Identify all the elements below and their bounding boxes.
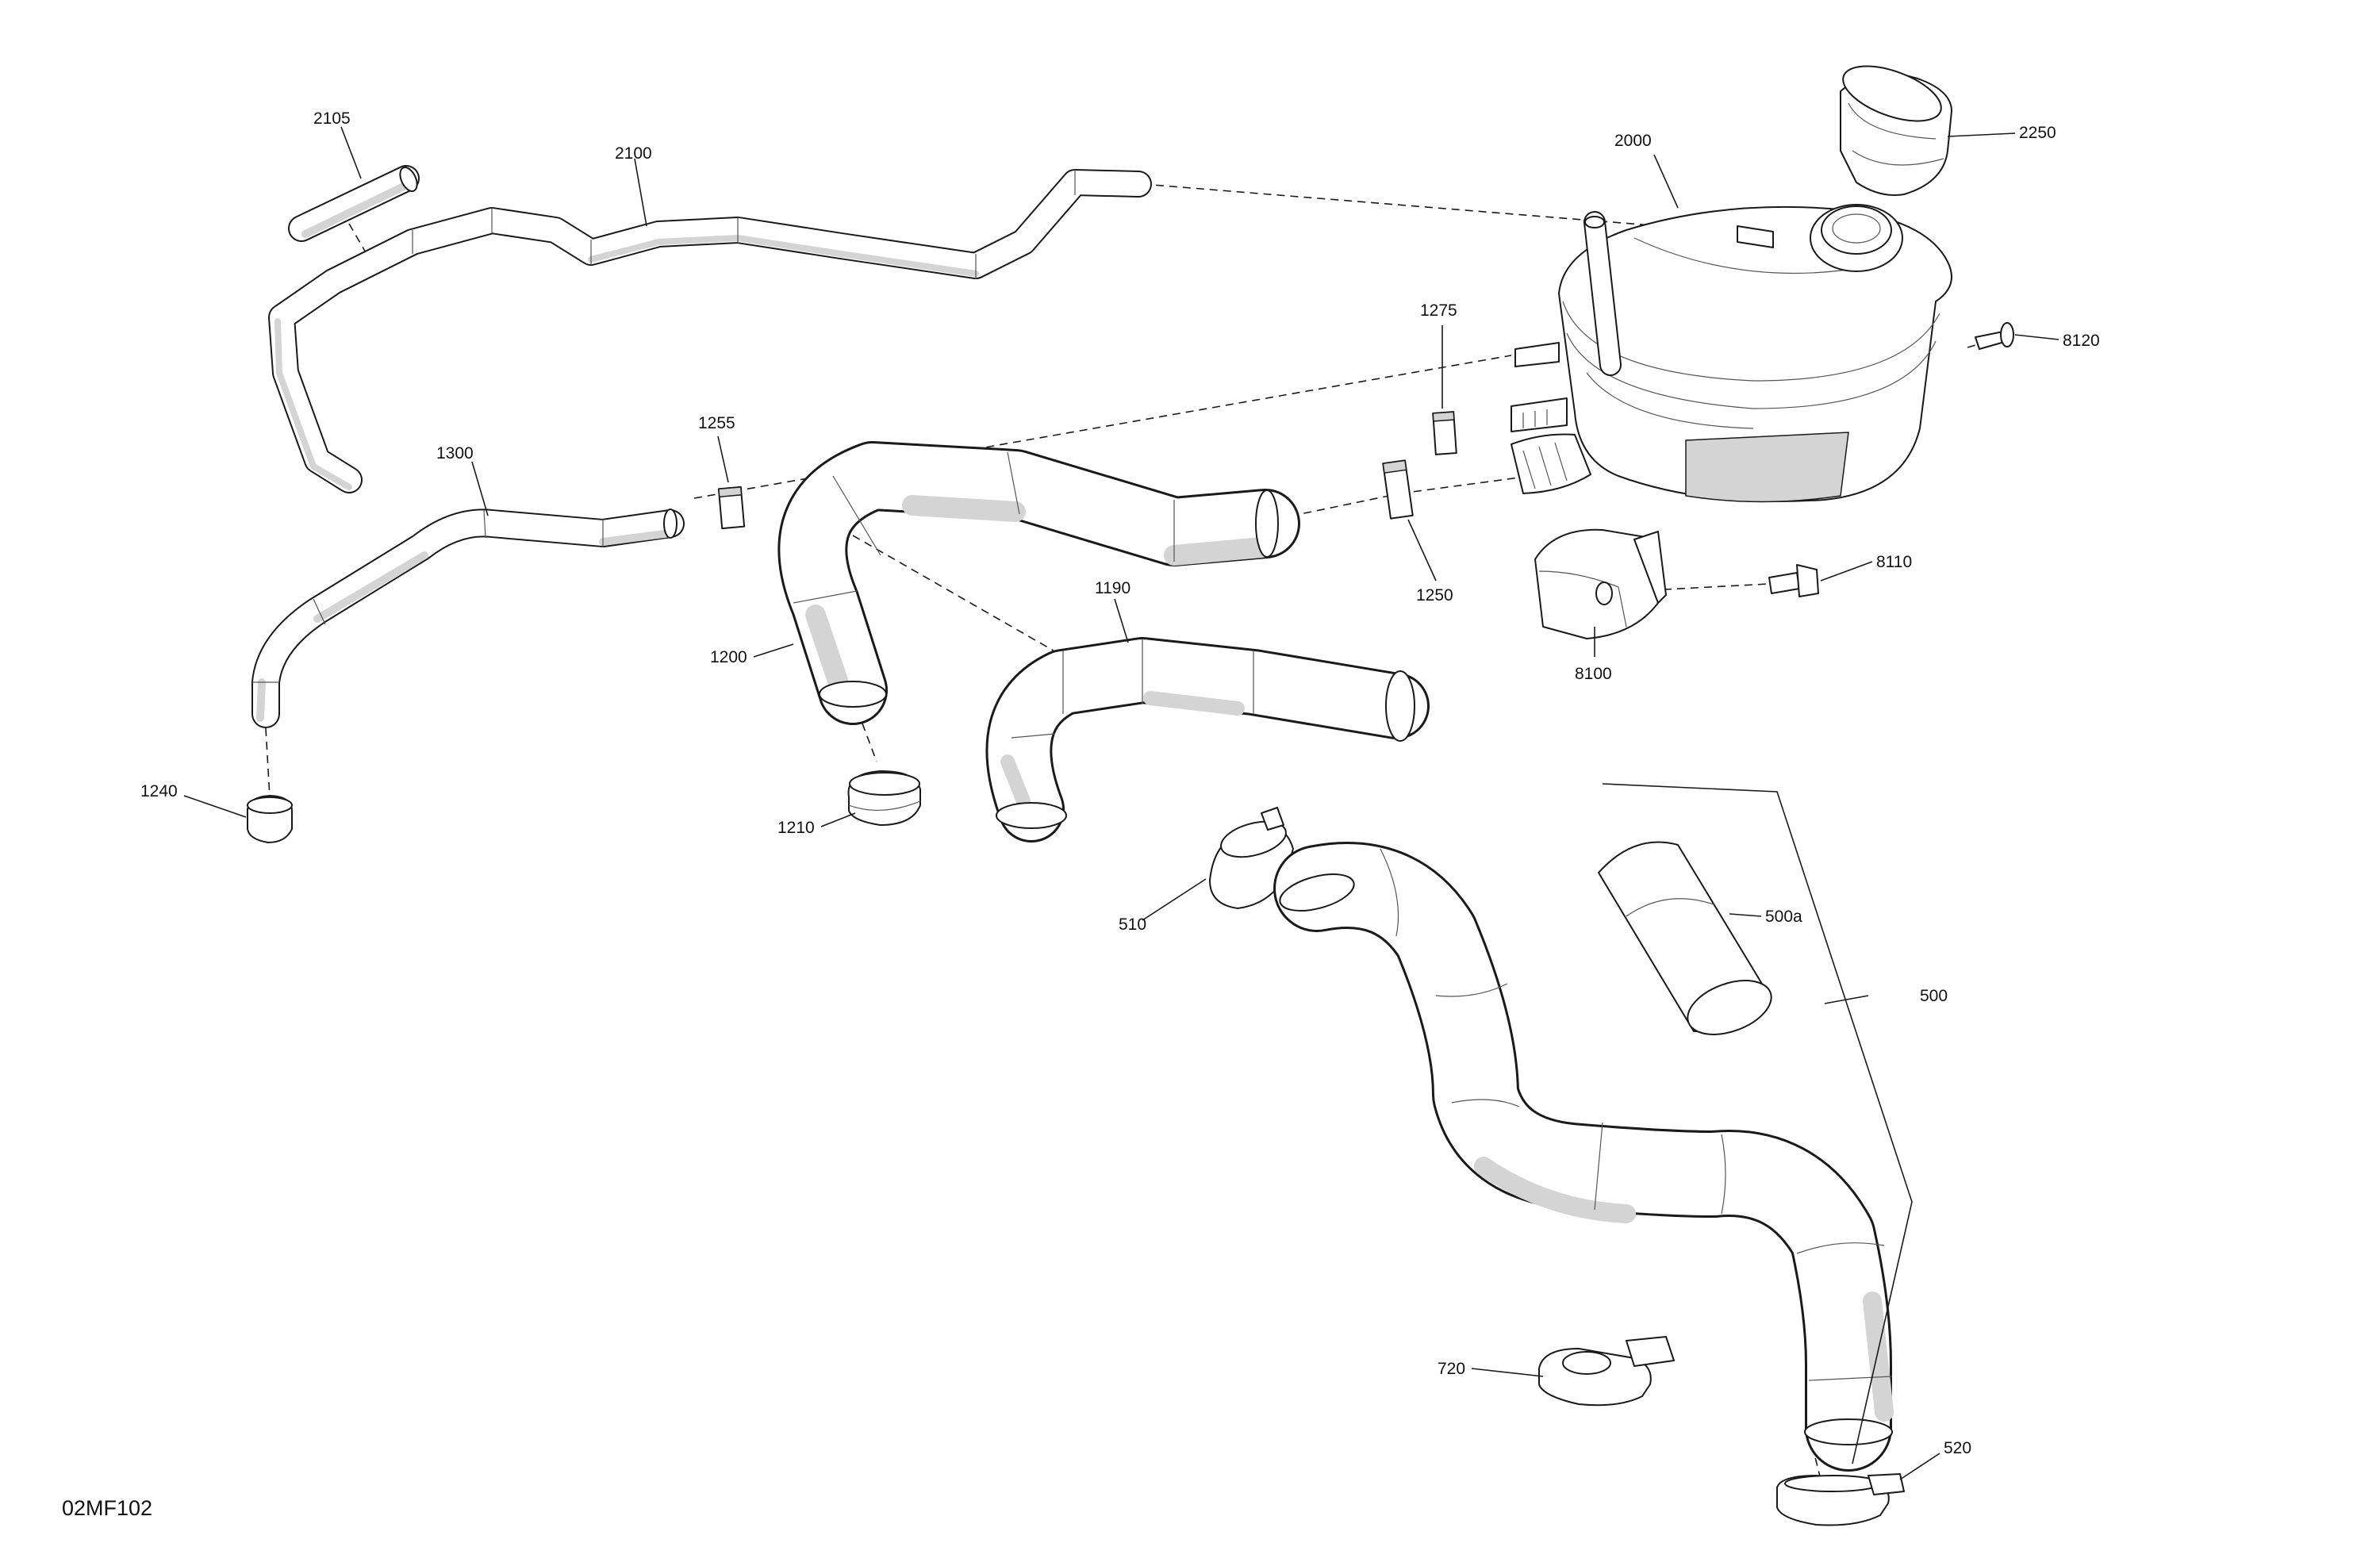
callout-2000: 2000 — [1614, 132, 1652, 150]
callout-500: 500 — [1920, 987, 1948, 1005]
coolant-expansion-tank-2000 — [1511, 204, 1952, 503]
clamp-1210 — [847, 770, 921, 826]
clamp-510 — [1209, 807, 1294, 909]
callout-520: 520 — [1944, 1439, 1971, 1457]
pressure-cap-2250 — [1840, 65, 1952, 196]
callout-labels: 2105 2100 2000 2250 8120 1275 1255 1300 … — [140, 109, 2100, 1457]
clamp-720 — [1538, 1336, 1675, 1407]
hose-2100 — [268, 169, 1152, 493]
callout-500a: 500a — [1765, 908, 1802, 926]
clamp-1240 — [246, 795, 293, 843]
callout-1200: 1200 — [710, 648, 747, 666]
hose-2105 — [288, 165, 420, 242]
callout-2105: 2105 — [313, 109, 351, 128]
screw-8120 — [1975, 322, 2014, 350]
callout-8110: 8110 — [1876, 553, 1912, 571]
drawing-reference: 02MF102 — [62, 1496, 152, 1520]
callout-8100: 8100 — [1575, 665, 1612, 683]
bracket-8100 — [1534, 528, 1667, 639]
clamp-520 — [1776, 1473, 1905, 1526]
hose-1200 — [777, 441, 1300, 725]
callout-1240: 1240 — [140, 782, 178, 800]
callout-1210: 1210 — [777, 819, 815, 837]
callout-1255: 1255 — [698, 414, 735, 432]
callout-1190: 1190 — [1095, 579, 1130, 597]
callout-510: 510 — [1119, 915, 1146, 934]
callout-2250: 2250 — [2019, 124, 2056, 142]
callout-1275: 1275 — [1420, 301, 1457, 320]
hose-1300 — [251, 509, 685, 728]
hose-500a — [1598, 841, 1772, 1035]
callout-720: 720 — [1438, 1360, 1465, 1378]
callout-8120: 8120 — [2063, 332, 2100, 350]
callout-2100: 2100 — [615, 144, 652, 163]
callout-1300: 1300 — [436, 444, 474, 463]
bolt-8110 — [1768, 564, 1819, 597]
hose-1190 — [985, 637, 1430, 843]
sleeve-1275 — [1432, 411, 1457, 455]
sleeve-1250 — [1382, 459, 1414, 520]
callout-1250: 1250 — [1416, 586, 1453, 605]
leader-lines — [183, 126, 2059, 1480]
hose-500 — [1273, 842, 1894, 1472]
sleeve-1255 — [717, 486, 746, 530]
